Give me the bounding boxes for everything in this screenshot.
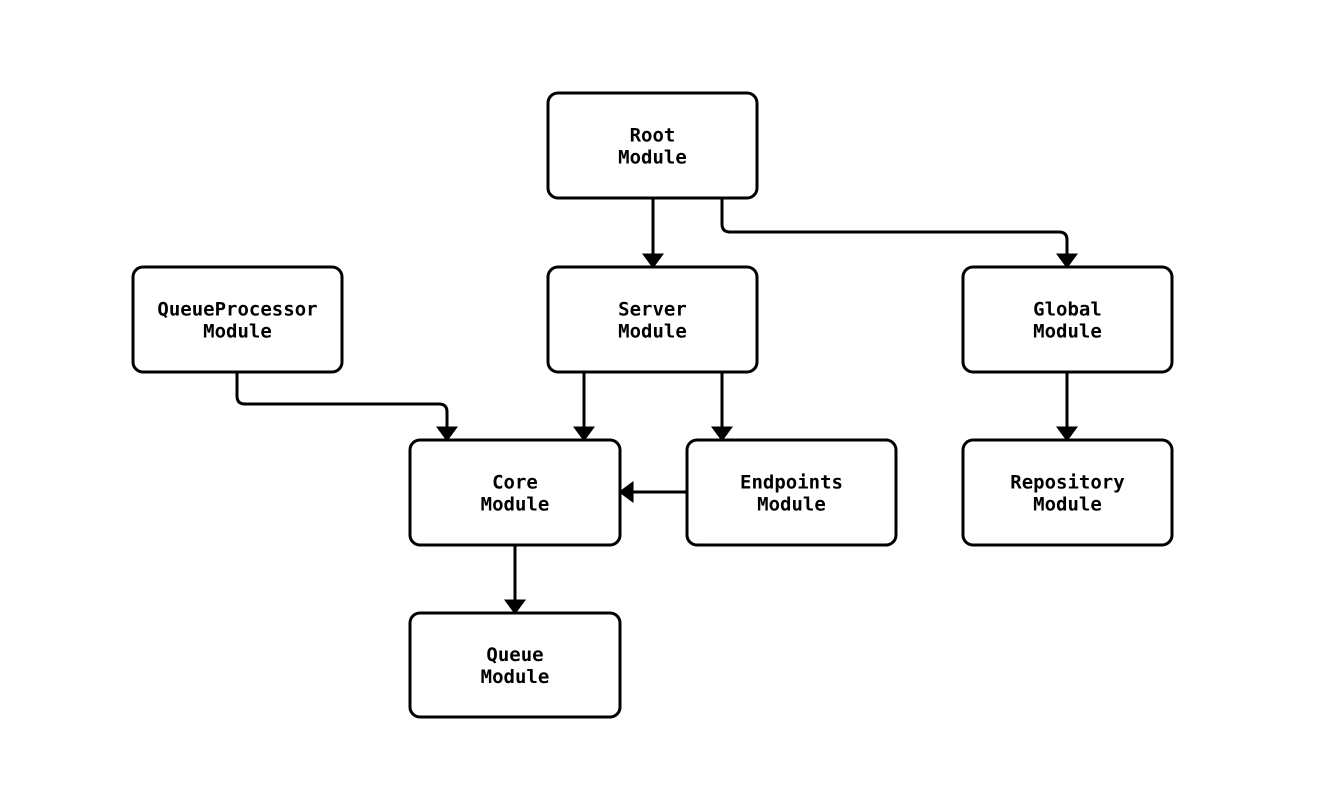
- edge-root-to-global: [720, 197, 1078, 269]
- node-root-box: [546, 91, 759, 200]
- node-queueprocessor-box: [131, 265, 344, 374]
- edges-layer: [235, 197, 1078, 615]
- node-core-box: [408, 438, 622, 547]
- node-repository-box: [961, 438, 1174, 547]
- node-queue-box: [408, 611, 622, 719]
- node-endpoints-box: [685, 438, 898, 547]
- edge-queueprocessor-to-core: [235, 372, 458, 442]
- node-global-box: [961, 265, 1174, 374]
- node-server-box: [546, 265, 759, 374]
